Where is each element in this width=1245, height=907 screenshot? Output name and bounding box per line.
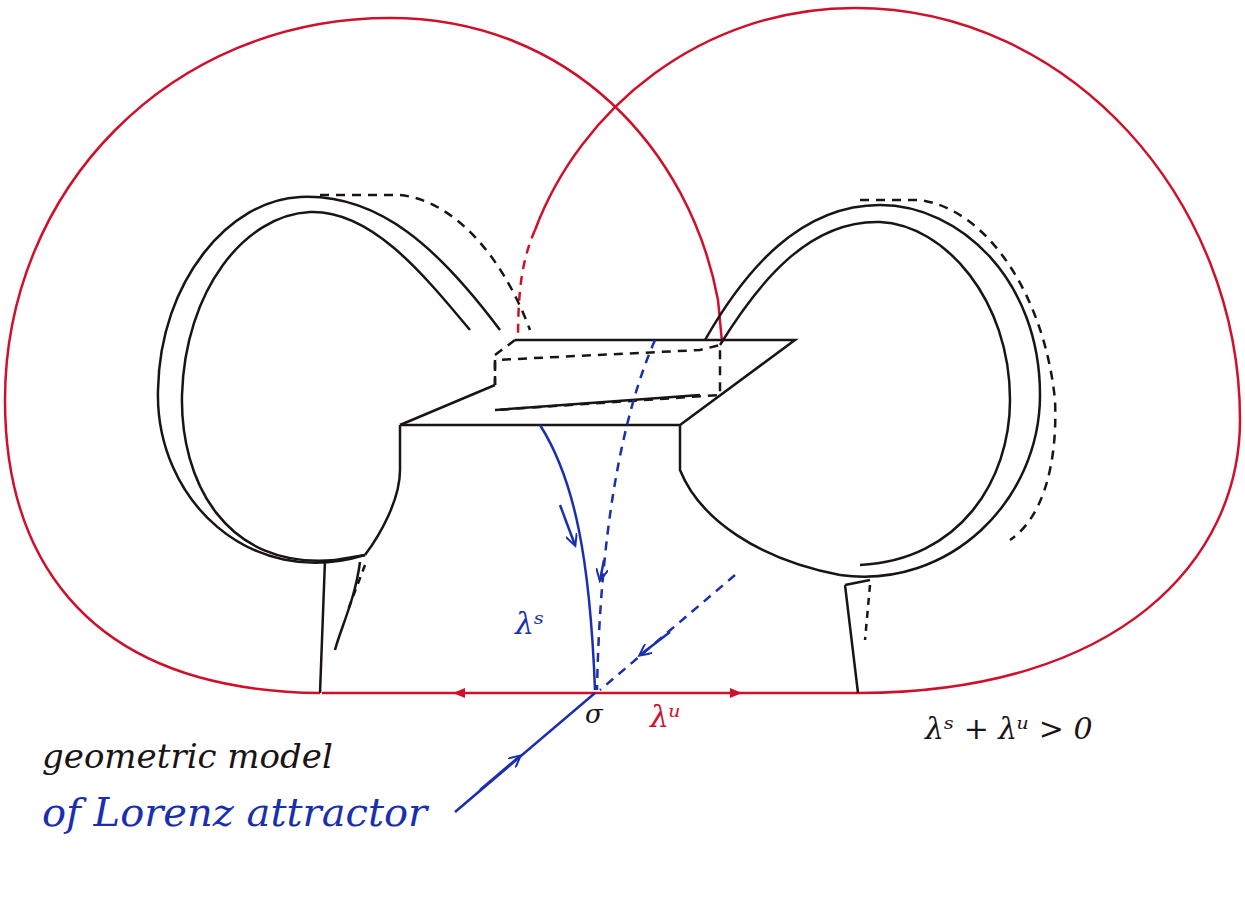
caption-line: of Lorenz attractor <box>42 790 427 834</box>
unstable-eigenvalue: λᵘ <box>650 700 681 733</box>
outer-flow-curves <box>5 8 1240 693</box>
saddle-point: σ <box>585 700 603 729</box>
eigenvalue-condition: λˢ + λᵘ > 0 <box>925 712 1093 745</box>
caption-line: geometric model <box>42 738 333 775</box>
branched-manifold <box>158 195 1055 693</box>
stable-eigenvalue: λˢ <box>515 607 544 640</box>
stable-directions <box>455 340 735 812</box>
